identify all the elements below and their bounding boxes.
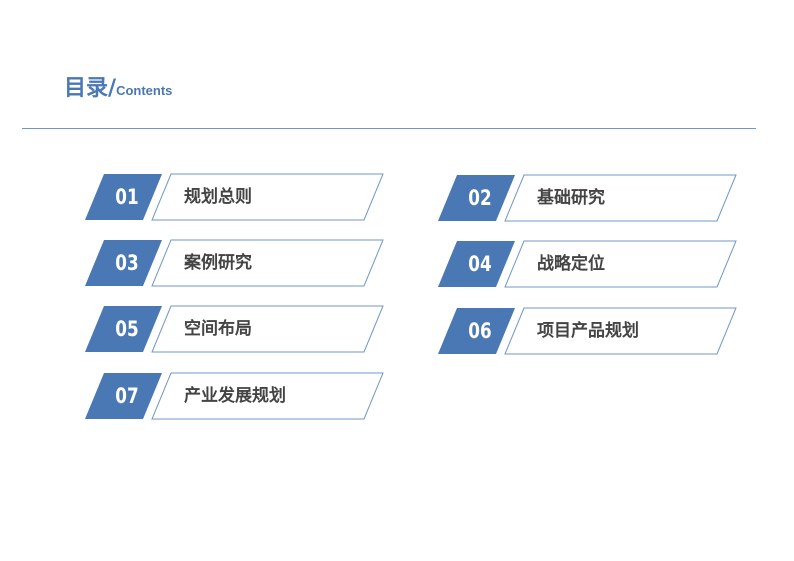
toc-item-label: 空间布局 <box>184 319 252 339</box>
toc-item-04[interactable]: 04 战略定位 <box>438 240 738 288</box>
page-title: 目录/Contents <box>64 78 172 100</box>
toc-item-shape <box>85 305 384 353</box>
toc-item-03[interactable]: 03 案例研究 <box>85 239 385 287</box>
toc-item-label: 案例研究 <box>184 253 252 273</box>
header-divider <box>22 128 756 129</box>
toc-item-number: 03 <box>115 251 139 275</box>
toc-item-number: 05 <box>115 317 139 341</box>
toc-item-07[interactable]: 07 产业发展规划 <box>85 372 385 420</box>
toc-item-01[interactable]: 01 规划总则 <box>85 173 385 221</box>
toc-item-label: 规划总则 <box>184 187 252 207</box>
title-slash: / <box>108 76 117 101</box>
toc-item-number: 04 <box>468 252 492 276</box>
toc-item-05[interactable]: 05 空间布局 <box>85 305 385 353</box>
toc-item-shape <box>85 372 384 420</box>
toc-item-shape <box>85 239 384 287</box>
toc-item-shape <box>438 174 737 222</box>
toc-item-06[interactable]: 06 项目产品规划 <box>438 307 738 355</box>
toc-item-shape <box>438 240 737 288</box>
toc-item-shape <box>438 307 737 355</box>
toc-item-label: 基础研究 <box>537 188 605 208</box>
toc-item-number: 06 <box>468 319 492 343</box>
toc-item-label: 项目产品规划 <box>537 321 639 341</box>
title-main: 目录 <box>64 76 109 101</box>
toc-item-label: 产业发展规划 <box>184 386 286 406</box>
title-subtitle: Contents <box>116 83 173 98</box>
toc-item-number: 07 <box>115 384 139 408</box>
toc-item-number: 02 <box>468 186 492 210</box>
toc-item-shape <box>85 173 384 221</box>
toc-item-number: 01 <box>115 185 139 209</box>
toc-item-02[interactable]: 02 基础研究 <box>438 174 738 222</box>
toc-item-label: 战略定位 <box>537 254 605 274</box>
